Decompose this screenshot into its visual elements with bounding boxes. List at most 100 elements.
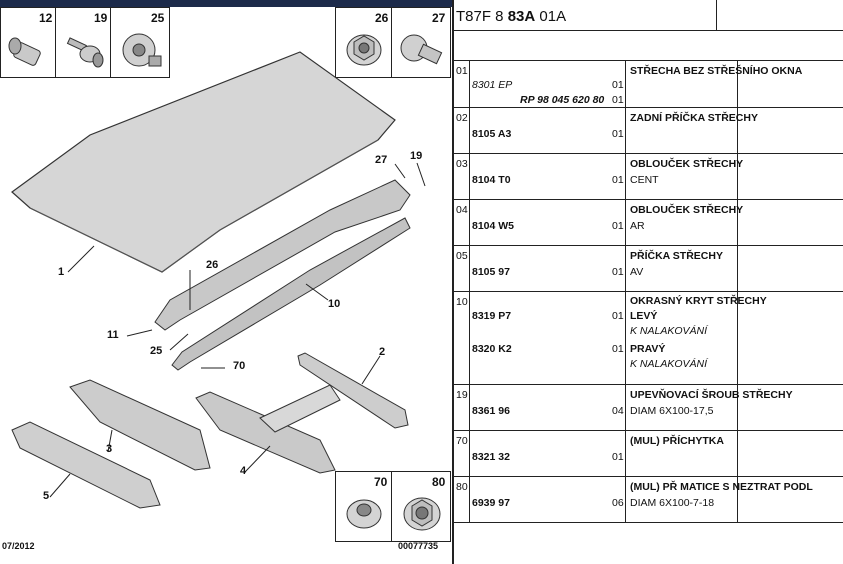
row-desc: ZADNÍ PŘÍČKA STŘECHY — [630, 112, 758, 124]
row-detail: DIAM 6X100-7-18 — [630, 497, 715, 509]
table-row: 80 6939 97 06 (MUL) PŘ MATICE S NEZTRAT … — [454, 477, 843, 523]
row-detail: AR — [630, 220, 645, 232]
roof-bow-4 — [195, 391, 336, 474]
inset-number: 12 — [39, 11, 53, 25]
callout-26: 26 — [206, 259, 219, 271]
screw-icon — [66, 37, 104, 68]
row-detail: DIAM 6X100-17,5 — [630, 405, 714, 417]
row-desc: (MUL) PŘ MATICE S NEZTRAT PODL — [630, 481, 813, 493]
inset-number: 25 — [151, 11, 165, 25]
table-row: 10 8319 P7 8320 K2 01 01 OKRASNÝ KRYT ST… — [454, 292, 843, 385]
row-desc: UPEVŇOVACÍ ŠROUB STŘECHY — [630, 389, 793, 401]
inset-part-27: 27 — [391, 7, 451, 78]
row-desc: OBLOUČEK STŘECHY — [630, 158, 744, 170]
row-qty-secondary: 01 — [612, 94, 624, 106]
pin-icon — [400, 34, 443, 65]
roof-trim-10 — [171, 217, 411, 371]
row-ref: 8319 P7 — [472, 310, 512, 322]
callout-5: 5 — [43, 490, 50, 502]
diagram-top-bar — [0, 0, 452, 7]
inset-part-25: 25 — [110, 7, 170, 78]
row-desc: OBLOUČEK STŘECHY — [630, 204, 744, 216]
row-section: 02 — [456, 112, 468, 124]
diagram-date: 07/2012 — [2, 541, 35, 551]
row-qty-secondary: 01 — [612, 343, 624, 355]
row-side-right: PRAVÝ — [630, 343, 666, 355]
roof-bow-3 — [69, 379, 211, 471]
row-note-left: K NALAKOVÁNÍ — [630, 325, 708, 337]
diagram-code: T87F 8 83A 01A — [456, 8, 566, 25]
row-detail: AV — [630, 266, 644, 278]
row-ref: 8321 32 — [472, 451, 510, 463]
inset-part-80: 80 — [391, 471, 451, 542]
row-desc: OKRASNÝ KRYT STŘECHY — [630, 295, 767, 307]
rivet-nut-icon — [122, 33, 162, 67]
row-detail: CENT — [630, 174, 659, 186]
table-subheader — [454, 31, 843, 61]
table-row: 19 8361 96 04 UPEVŇOVACÍ ŠROUB STŘECHY D… — [454, 385, 843, 431]
row-section: 80 — [456, 481, 468, 493]
roof-panel — [11, 51, 396, 273]
panel-divider — [452, 0, 454, 564]
row-ref-secondary: 8320 K2 — [472, 343, 512, 355]
table-row: 02 8105 A3 01 ZADNÍ PŘÍČKA STŘECHY — [454, 108, 843, 154]
inset-part-12: 12 — [0, 7, 56, 78]
table-row: 05 8105 97 01 PŘÍČKA STŘECHY AV — [454, 246, 843, 292]
table-header: T87F 8 83A 01A — [454, 0, 843, 31]
row-qty: 01 — [612, 310, 624, 322]
row-section: 70 — [456, 435, 468, 447]
row-note-right: K NALAKOVÁNÍ — [630, 358, 708, 370]
stud-icon — [8, 37, 41, 66]
row-ref: 8104 W5 — [472, 220, 515, 232]
roof-rail-11 — [154, 179, 411, 331]
parts-table: T87F 8 83A 01A 01 8301 EP RP 98 045 620 … — [454, 0, 843, 564]
callout-25: 25 — [150, 345, 163, 357]
callout-4: 4 — [240, 465, 247, 477]
row-ref: 8105 A3 — [472, 128, 512, 140]
row-qty: 01 — [612, 220, 624, 232]
callout-10: 10 — [328, 298, 341, 310]
inset-number: 19 — [94, 11, 108, 25]
row-qty: 06 — [612, 497, 624, 509]
row-qty: 01 — [612, 128, 624, 140]
callout-2: 2 — [379, 346, 386, 358]
callout-19: 19 — [410, 150, 423, 162]
row-section: 03 — [456, 158, 468, 170]
diagram-doc-number: 00077735 — [398, 541, 439, 551]
row-side-left: LEVÝ — [630, 310, 658, 322]
row-qty: 01 — [612, 451, 624, 463]
row-qty: 01 — [612, 174, 624, 186]
row-ref: 8105 97 — [472, 266, 510, 278]
row-desc: PŘÍČKA STŘECHY — [630, 250, 723, 262]
row-qty: 04 — [612, 405, 624, 417]
captive-nut-icon — [403, 497, 441, 531]
callout-70: 70 — [233, 360, 246, 372]
callout-27: 27 — [375, 154, 388, 166]
row-section: 04 — [456, 204, 468, 216]
inset-part-19: 19 — [55, 7, 111, 78]
code-bold: 83A — [507, 8, 536, 25]
flange-nut-icon — [346, 34, 382, 66]
roof-crossmember-2 — [297, 352, 409, 429]
row-qty: 01 — [612, 266, 624, 278]
inset-number: 70 — [374, 475, 388, 489]
row-section: 19 — [456, 389, 468, 401]
code-prefix: T87F 8 — [456, 8, 508, 25]
table-row: 03 8104 T0 01 OBLOUČEK STŘECHY CENT — [454, 154, 843, 200]
header-separator — [716, 0, 717, 31]
row-ref: 8301 EP — [472, 79, 513, 91]
callout-11: 11 — [107, 329, 119, 341]
inset-part-26: 26 — [335, 7, 392, 78]
row-ref: 6939 97 — [472, 497, 510, 509]
parts-diagram: 12 19 25 26 27 — [0, 0, 452, 551]
row-desc: (MUL) PŘÍCHYTKA — [630, 435, 724, 447]
row-section: 01 — [456, 65, 468, 77]
inset-part-70: 70 — [335, 471, 392, 542]
table-row: 01 8301 EP RP 98 045 620 80 01 01 STŘECH… — [454, 61, 843, 108]
inset-number: 27 — [432, 11, 446, 25]
inset-number: 80 — [432, 475, 446, 489]
row-section: 05 — [456, 250, 468, 262]
row-ref: 8104 T0 — [472, 174, 511, 186]
roof-exploded-drawing — [11, 51, 426, 509]
callout-3: 3 — [106, 443, 113, 455]
